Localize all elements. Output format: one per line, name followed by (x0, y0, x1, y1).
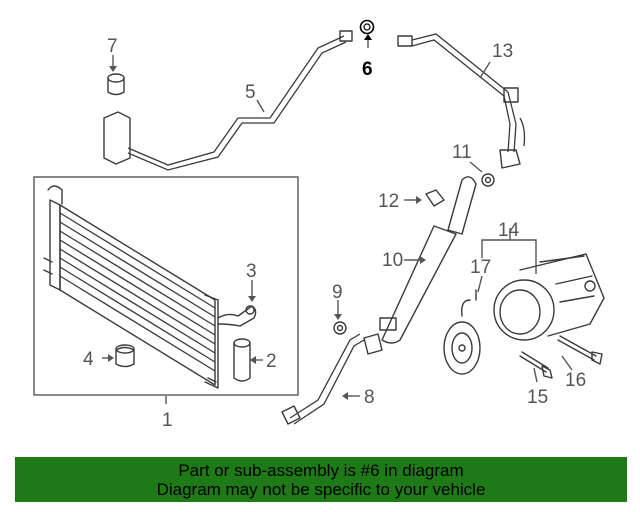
callout-13: 13 (492, 41, 513, 62)
callout-15: 15 (527, 387, 548, 408)
callout-5: 5 (245, 82, 256, 103)
condenser-pipe-part-3 (217, 305, 257, 327)
receiver-drier-part-2 (233, 338, 251, 382)
vehicle-fit-banner: Part or sub-assembly is #6 in diagram Di… (15, 457, 627, 502)
callout-6: 6 (362, 59, 373, 80)
compressor-part-14 (493, 253, 605, 341)
callout-4: 4 (83, 349, 94, 370)
callout-1: 1 (162, 410, 173, 431)
callout-3: 3 (246, 261, 257, 282)
o-ring-part-11 (481, 173, 495, 187)
callout-2: 2 (266, 351, 277, 372)
callout-17: 17 (470, 257, 491, 278)
bolt-part-15 (519, 351, 553, 379)
banner-disclaimer: Diagram may not be specific to your vehi… (156, 480, 486, 499)
callout-10: 10 (382, 250, 403, 271)
callout-14: 14 (498, 220, 520, 241)
valve-part-12 (425, 189, 445, 207)
pipe-part-13 (397, 33, 526, 169)
callout-16: 16 (565, 370, 586, 391)
callout-12: 12 (378, 191, 399, 212)
callout-11: 11 (452, 142, 472, 163)
condenser-assembly (33, 176, 299, 396)
callout-8: 8 (364, 387, 375, 408)
pipe-part-5 (103, 30, 353, 171)
hose-part-10 (379, 176, 477, 344)
clutch-part-17 (443, 289, 481, 375)
banner-part-note: Part or sub-assembly is #6 in diagram (178, 461, 464, 480)
o-ring-part-6 (359, 19, 375, 35)
callout-labels: 1 2 3 4 5 6 7 8 9 10 11 12 13 14 15 16 1… (83, 36, 586, 431)
callout-9: 9 (332, 282, 343, 303)
cap-part-4 (115, 344, 135, 368)
bolt-part-16 (557, 335, 603, 365)
o-ring-part-9 (333, 321, 347, 335)
leader-lines (102, 34, 573, 404)
pipe-part-8 (281, 333, 383, 425)
cap-part-7 (107, 73, 125, 96)
callout-7: 7 (107, 36, 118, 57)
